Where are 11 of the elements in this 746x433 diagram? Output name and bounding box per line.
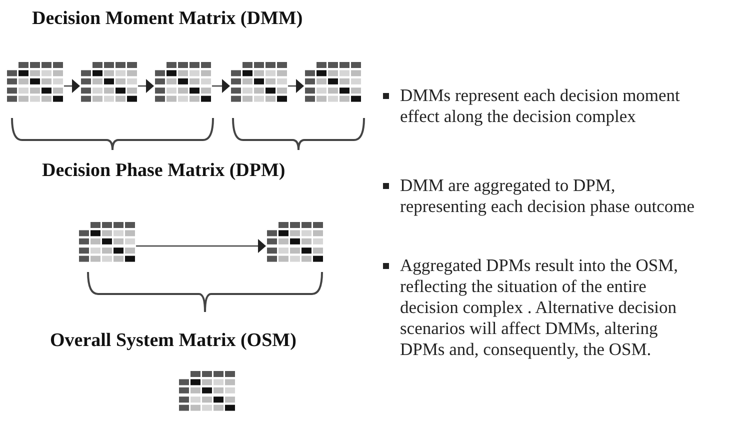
bullet-text: DMM are aggregated to DPM, representing each decision phase outcome: [400, 175, 696, 217]
bullet-text: DMMs represent each decision moment effect along the decision complex: [400, 85, 681, 127]
arrow: [136, 239, 266, 253]
arrow: [138, 79, 154, 93]
heading: Decision Phase Matrix (DPM): [42, 160, 286, 182]
bullet-text: Aggregated DPMs result into the OSM, reflecting the situation of the entire decision complex . Alternative decision scenarios will affect DMMs, altering DPMs and, consequently, the OSM.: [400, 255, 680, 360]
heading: Overall System Matrix (OSM): [50, 330, 296, 352]
heading: Decision Moment Matrix (DMM): [32, 8, 303, 30]
arrow: [212, 79, 230, 93]
arrow: [288, 79, 304, 93]
arrow: [64, 79, 80, 93]
